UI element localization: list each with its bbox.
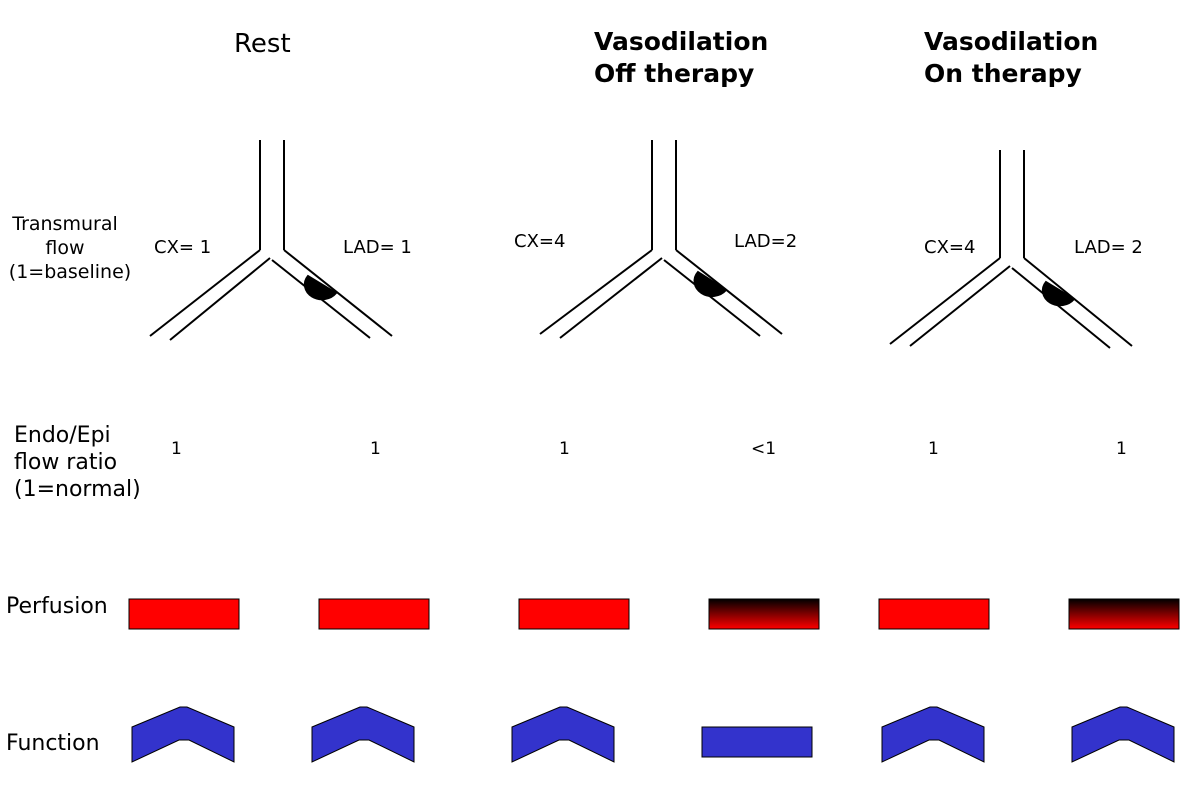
row-label-endo-epi-line3: (1=normal) (14, 477, 141, 502)
function-row (131, 706, 1175, 763)
row-label-transmural-line2: flow (45, 237, 85, 259)
vessel-tree-off-therapy (539, 140, 783, 339)
function-shape-impaired (701, 726, 813, 758)
ratio-rest-cx: 1 (171, 439, 182, 459)
row-label-transmural-line1: Transmural (12, 213, 118, 235)
ratio-on-cx: 1 (928, 439, 939, 459)
vessel-tree-on-therapy (889, 150, 1133, 349)
function-shape-normal (1071, 706, 1175, 763)
lad-flow-rest: LAD= 1 (343, 237, 412, 258)
function-shape-normal (131, 706, 235, 763)
cx-flow-off-therapy: CX=4 (514, 231, 566, 252)
column-title-off-therapy-line1: Vasodilation (594, 27, 769, 56)
column-title-on-therapy-line1: Vasodilation (924, 27, 1099, 56)
stenosis-plaque-rest (303, 274, 338, 301)
vessel-tree-rest (149, 140, 393, 341)
function-shape-normal (881, 706, 985, 763)
row-label-endo-epi-line1: Endo/Epi (14, 423, 111, 448)
row-label-function: Function (6, 731, 100, 756)
stenosis-plaque-off-therapy (693, 270, 728, 297)
row-label-perfusion: Perfusion (6, 594, 108, 619)
perfusion-bar-normal (518, 598, 630, 630)
row-label-transmural-line3: (1=baseline) (8, 261, 132, 283)
perfusion-bar-normal (318, 598, 430, 630)
row-label-endo-epi-line2: flow ratio (14, 450, 118, 475)
column-title-off-therapy-line2: Off therapy (594, 59, 755, 88)
ratio-off-cx: 1 (559, 439, 570, 459)
column-title-on-therapy-line2: On therapy (924, 59, 1082, 88)
cx-flow-on-therapy: CX=4 (924, 237, 976, 258)
function-shape-normal (311, 706, 415, 763)
lad-flow-on-therapy: LAD= 2 (1074, 237, 1143, 258)
ratio-rest-lad: 1 (370, 439, 381, 459)
ratio-off-lad: <1 (751, 439, 777, 459)
cx-flow-rest: CX= 1 (154, 237, 212, 258)
perfusion-bar-reduced (708, 598, 820, 630)
stenosis-plaque-on-therapy (1041, 280, 1076, 307)
function-shape-normal (511, 706, 615, 763)
lad-flow-off-therapy: LAD=2 (734, 231, 798, 252)
perfusion-row (128, 598, 1180, 630)
perfusion-bar-reduced (1068, 598, 1180, 630)
ratio-on-lad: 1 (1116, 439, 1127, 459)
perfusion-bar-normal (128, 598, 240, 630)
column-title-rest: Rest (234, 29, 291, 59)
perfusion-bar-normal (878, 598, 990, 630)
